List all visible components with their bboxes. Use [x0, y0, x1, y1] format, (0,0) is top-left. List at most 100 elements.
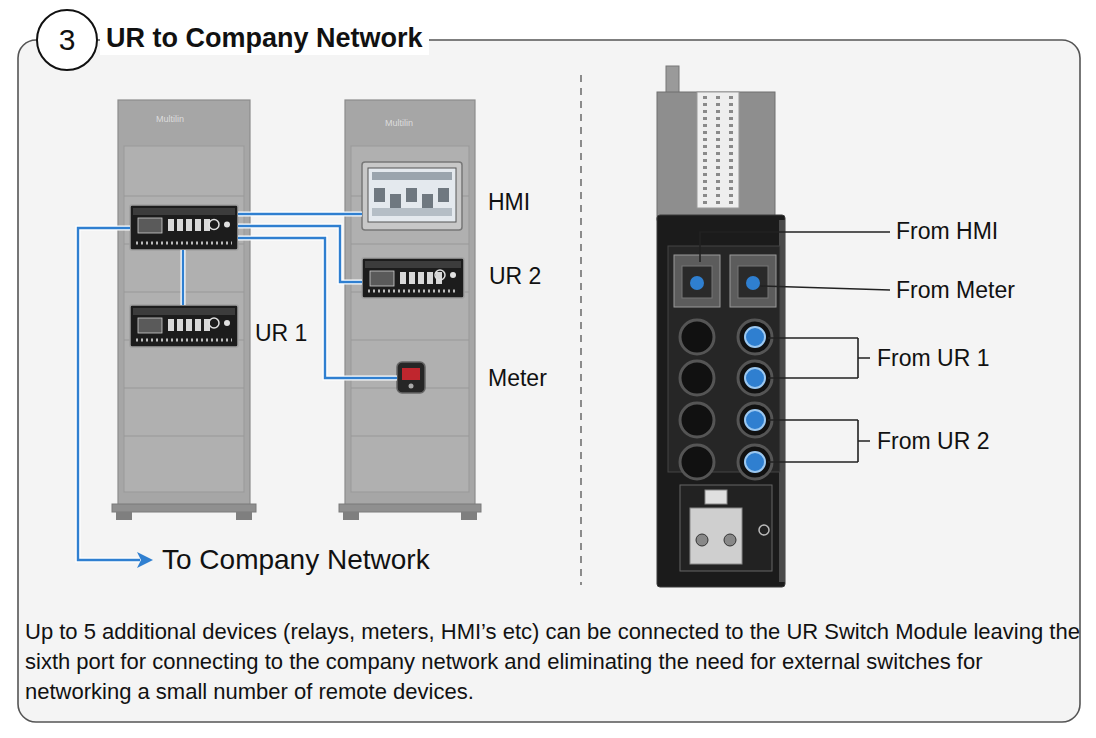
relay-button — [186, 319, 192, 331]
arrow-head — [137, 552, 153, 568]
screen-bar — [372, 208, 452, 216]
relay-button — [427, 272, 433, 284]
outer-frame — [18, 40, 1080, 722]
port-label: From HMI — [896, 217, 998, 245]
network-wire — [238, 226, 362, 282]
wire-halo — [238, 238, 397, 378]
wire-halo — [181, 250, 186, 305]
cabinet-base — [339, 504, 481, 512]
relay-display — [138, 318, 162, 333]
rj45-opening — [682, 266, 712, 298]
rj45-opening — [738, 266, 768, 298]
meter-button — [409, 384, 414, 389]
relay-button — [418, 272, 424, 284]
diagram-caption: Up to 5 additional devices (relays, mete… — [25, 617, 1080, 707]
relay-button — [409, 272, 415, 284]
callout-circle — [37, 10, 97, 70]
rj45-port — [674, 255, 720, 307]
hmi-panel: HMI — [362, 162, 462, 230]
fiber-port — [680, 403, 714, 437]
terminal-pins — [703, 96, 707, 204]
network-wire — [238, 213, 362, 215]
power-connector — [680, 485, 772, 571]
port-highlight — [745, 368, 765, 388]
screen-widget — [438, 188, 449, 202]
relay-button — [195, 219, 201, 231]
relay-led-row — [136, 339, 232, 342]
terminal-pins — [716, 96, 720, 204]
fiber-port — [738, 320, 772, 354]
relay-button — [195, 319, 201, 331]
callout-number: 3 — [37, 22, 97, 58]
port-highlight — [745, 327, 765, 347]
fiber-port — [680, 320, 714, 354]
relay-led-row — [136, 242, 232, 245]
network-wire — [182, 250, 184, 305]
relay-shape — [130, 305, 238, 347]
switch-relay — [130, 205, 238, 250]
cabinet-body — [118, 100, 250, 506]
relay-led — [450, 272, 456, 278]
meter-body — [397, 362, 425, 393]
terminal-pins — [729, 96, 733, 204]
relay-knob — [209, 220, 219, 230]
panel-seam — [351, 339, 469, 340]
panel-seam — [124, 387, 244, 388]
network-wires — [78, 214, 397, 568]
network-label: To Company Network — [162, 543, 430, 577]
relay-led — [224, 320, 230, 326]
divider-line — [580, 75, 581, 585]
cabinet-foot — [116, 512, 132, 520]
panel-seam — [124, 435, 244, 436]
meter-display — [402, 368, 420, 380]
module-body — [657, 215, 785, 587]
cabinet-panel — [124, 146, 244, 492]
screen-widget — [390, 194, 401, 208]
network-wire — [78, 228, 140, 560]
relay-button — [168, 219, 174, 231]
brand-mark: Multilin — [156, 114, 184, 125]
device-label: UR 1 — [255, 320, 307, 346]
panel-seam — [124, 291, 244, 292]
device-label: UR 2 — [489, 263, 541, 289]
relay-display — [138, 218, 162, 233]
screen-widget — [406, 188, 417, 202]
terminal-block — [697, 92, 739, 208]
screen-widget — [422, 194, 433, 208]
relay-top-strip — [133, 208, 235, 215]
cabinet-panel — [351, 146, 469, 492]
ground-symbol — [759, 525, 769, 535]
relay-button — [186, 219, 192, 231]
relay-knob — [209, 318, 219, 328]
hmi-screen — [368, 168, 456, 222]
brand-mark: Multilin — [385, 118, 413, 129]
port-highlight — [745, 410, 765, 430]
fiber-port — [680, 445, 714, 479]
relay-button — [177, 219, 183, 231]
panel-seam — [351, 243, 469, 244]
relay-body — [130, 205, 238, 250]
screen-bar — [372, 172, 452, 180]
port-label: From UR 2 — [877, 427, 989, 455]
relay-button — [204, 219, 210, 231]
relay-body — [362, 258, 464, 298]
port-highlight — [745, 452, 765, 472]
power-terminal — [705, 490, 727, 504]
relay-led — [224, 222, 230, 228]
terminal-screw — [724, 534, 736, 546]
screen-widget — [374, 188, 385, 202]
relay-shape — [362, 258, 464, 298]
terminal-screw — [696, 534, 708, 546]
equipment-cabinet: MultilinUR 1 — [118, 100, 250, 520]
meter-shape — [397, 362, 425, 393]
relay-knob — [435, 270, 445, 280]
port-label: From UR 1 — [877, 344, 989, 372]
rj45-port — [730, 255, 776, 307]
bracket-line — [768, 420, 870, 462]
wire-halo — [238, 226, 362, 282]
device-label: Meter — [488, 365, 547, 391]
cabinet-base — [112, 504, 256, 512]
relay-button — [168, 319, 174, 331]
leader-line — [700, 232, 890, 262]
